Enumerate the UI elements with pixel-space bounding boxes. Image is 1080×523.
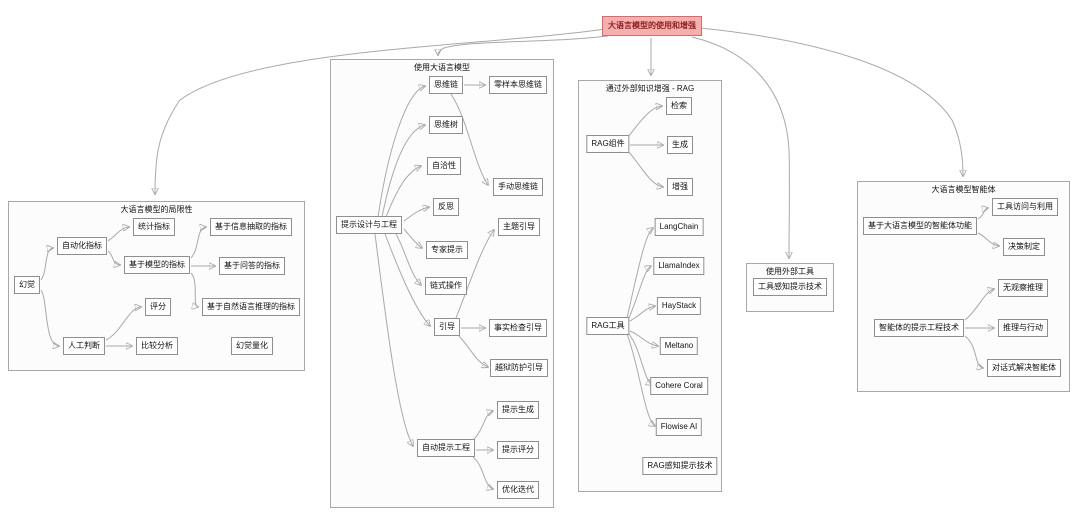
node-fact-check-rail: 事实检查引导 [489,319,547,337]
node-jailbreak-rail: 越狱防护引导 [490,359,548,377]
edge-agentprompt-noobservation [964,289,994,321]
node-hallucination: 幻觉 [14,276,40,294]
node-prompt-generation: 提示生成 [497,401,539,419]
edge-rails-topical [455,230,494,319]
node-expert-prompting: 专家提示 [426,241,468,259]
node-model-based-metrics: 基于模型的指标 [124,256,190,274]
edge-automated-statistical [107,227,129,242]
node-cohere-coral: Cohere Coral [650,377,708,395]
node-self-consistency: 自洽性 [427,157,461,175]
node-decision-making: 决策制定 [1003,238,1045,256]
node-langchain: LangChain [654,218,704,236]
edge-root-external-tools [691,36,789,258]
edge-cot-manualcot [450,93,488,185]
node-rails: 引导 [434,318,460,336]
node-chaining: 链式操作 [425,277,467,295]
edge-ragtools-haystack [629,306,655,322]
edge-root-limitations [155,28,606,194]
node-optimization-iteration: 优化迭代 [497,481,539,499]
edge-ragtools-coherecoral [628,333,652,385]
node-dialog-resolving-agents: 对话式解决智能体 [987,359,1061,377]
node-automated-metrics: 自动化指标 [57,237,107,255]
edge-promptdesign-cot [377,86,425,218]
edge-autoprompt-iteration [472,456,493,489]
edge-ragcomponents-retrieval [627,106,662,138]
node-scoring: 评分 [145,298,171,316]
node-topical-rail: 主题引导 [498,218,540,236]
node-generation: 生成 [667,136,693,154]
edge-promptdesign-autoprompt [374,233,413,446]
cluster-rag-title: 通过外部知识增强 - RAG [605,84,695,93]
edge-root-using-llm [438,35,609,55]
edge-ragtools-flowise [626,333,655,426]
edge-human-scoring [105,307,141,341]
node-agent-prompt-engineering: 智能体的提示工程技术 [874,319,964,337]
edge-hallucination-human [40,289,59,346]
node-flowise-ai: Flowise AI [655,418,703,436]
edge-rails-jailbreak [458,335,488,367]
cluster-agents-title: 大语言模型智能体 [931,185,996,194]
node-chain-of-thought: 思维链 [429,76,463,94]
node-augmentation: 增强 [667,178,693,196]
edge-promptdesign-reflection [403,207,429,222]
cluster-limitations-title: 大语言模型的局限性 [120,205,193,214]
node-root: 大语言模型的使用和增强 [602,16,702,36]
node-hallucination-quantification: 幻觉量化 [231,337,273,355]
edge-ragcomponents-augmentation [627,150,663,187]
node-rag-components: RAG组件 [586,135,630,153]
node-meltano: Meltano [659,337,699,355]
edge-ragtools-meltano [629,330,658,346]
edge-promptdesign-rails [384,233,430,326]
node-llamaindex: LlamaIndex [653,257,705,275]
edge-autoprompt-generation [472,411,493,441]
node-human-judgment: 人工判断 [63,337,105,355]
node-zero-shot-cot: 零样本思维链 [489,76,547,94]
node-statistical-metrics: 统计指标 [133,218,175,236]
edge-agentcap-toolaccess [977,208,988,220]
node-qa-metrics: 基于问答的指标 [219,257,285,275]
node-tree-of-thought: 思维树 [429,116,463,134]
cluster-using-llm-title: 使用大语言模型 [414,63,470,72]
node-reasoning-and-acting: 推理与行动 [998,319,1048,337]
node-reflection: 反思 [433,198,459,216]
edge-agentcap-decision [977,232,999,246]
edge-modelbased-infoextraction [190,227,206,259]
edge-promptdesign-selfconsistency [385,166,421,218]
node-tool-aware-prompting: 工具感知提示技术 [753,278,827,296]
edge-ragtools-llamaindex [628,266,651,319]
node-rag-tools: RAG工具 [586,317,630,335]
node-llm-agent-capabilities: 基于大语言模型的智能体功能 [863,217,977,235]
edge-root-agents [699,27,963,176]
node-info-extraction-metrics: 基于信息抽取的指标 [210,218,292,236]
node-reasoning-wo-observation: 无观察推理 [998,279,1048,297]
cluster-external-tools-title: 使用外部工具 [766,267,814,276]
edge-promptdesign-chaining [395,233,421,285]
node-comparative-analysis: 比较分析 [136,337,178,355]
edge-hallucination-automated [40,248,53,281]
edge-modelbased-nli [190,272,198,307]
edge-automated-modelbased [107,250,120,265]
node-nli-metrics: 基于自然语言推理的指标 [202,298,300,316]
edge-promptdesign-expert [403,228,422,248]
node-retrieval: 检索 [666,97,692,115]
edge-ragtools-langchain [626,228,653,319]
node-tool-access-utilization: 工具访问与利用 [992,198,1058,216]
node-rag-aware-prompting: RAG感知提示技术 [642,457,718,475]
node-haystack: HayStack [656,297,702,315]
node-auto-prompt-engineering: 自动提示工程 [417,439,475,457]
node-prompt-scoring: 提示评分 [497,441,539,459]
node-manual-cot: 手动思维链 [493,178,543,196]
node-prompt-design-engineering: 提示设计与工程 [336,216,402,234]
edge-agentprompt-dialog [964,335,983,368]
edge-promptdesign-tot [381,125,425,218]
